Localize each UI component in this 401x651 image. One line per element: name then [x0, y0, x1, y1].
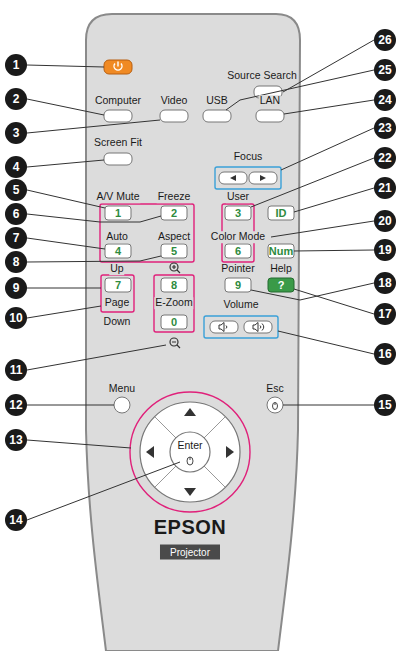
- key-label: 1: [115, 207, 121, 219]
- pad-dividers: [155, 417, 225, 487]
- key-label: 0: [171, 316, 177, 328]
- button-label: Computer: [94, 95, 142, 107]
- callout-number: 5: [5, 179, 27, 201]
- callout-number: 20: [374, 210, 396, 232]
- model-band: Projector: [160, 545, 220, 560]
- button-label: Esc: [265, 383, 285, 395]
- callout-number: 14: [5, 509, 27, 531]
- button-label: Auto: [105, 231, 129, 243]
- key-label: ID: [276, 207, 287, 219]
- callout-number: 2: [5, 88, 27, 110]
- button-label: Video: [160, 95, 189, 107]
- power-icon: [114, 62, 122, 71]
- callout-number: 21: [374, 177, 396, 199]
- callout-number: 6: [5, 203, 27, 225]
- callout-number: 19: [374, 239, 396, 261]
- key-label: Num: [269, 245, 293, 257]
- button-label: A/V Mute: [95, 191, 140, 203]
- enter-button: [170, 432, 210, 472]
- key-label: 3: [235, 207, 241, 219]
- key-label: 4: [115, 245, 121, 257]
- button-label: Source Search: [226, 70, 297, 82]
- callout-number: 4: [5, 156, 27, 178]
- enter-label: Enter: [177, 440, 202, 452]
- callout-number: 17: [374, 303, 396, 325]
- callout-number: 7: [5, 227, 27, 249]
- callout-number: 13: [5, 429, 27, 451]
- callout-number: 16: [374, 343, 396, 365]
- button-label: E-Zoom: [154, 297, 193, 309]
- key-label: 6: [235, 245, 241, 257]
- button-label: Color Mode: [210, 231, 266, 243]
- button-label: LAN: [259, 95, 281, 107]
- callout-number: 10: [5, 307, 27, 329]
- callout-number: 25: [374, 59, 396, 81]
- key-label: 8: [171, 279, 177, 291]
- leader-lines: [27, 40, 374, 520]
- button-label: Freeze: [157, 191, 192, 203]
- remote-body: [86, 14, 300, 651]
- callout-number: 26: [374, 29, 396, 51]
- callout-number: 11: [5, 359, 27, 381]
- pad-arrows: [146, 408, 234, 496]
- button-label: USB: [205, 95, 229, 107]
- key-label: 9: [235, 279, 241, 291]
- mouse-icons: [187, 403, 278, 466]
- button-label: Menu: [108, 383, 136, 395]
- speaker-icons: [219, 323, 264, 332]
- button-label: Pointer: [220, 263, 255, 275]
- callout-number: 15: [374, 394, 396, 416]
- button-label: Screen Fit: [93, 137, 143, 149]
- callout-number: 22: [374, 147, 396, 169]
- callout-number: 24: [374, 89, 396, 111]
- buttons: [104, 86, 294, 413]
- button-arrows: [230, 175, 266, 181]
- callout-number: 9: [5, 277, 27, 299]
- help-button: [268, 278, 294, 292]
- callout-number: 18: [374, 272, 396, 294]
- help-key-label: ?: [278, 279, 285, 291]
- callout-number: 12: [5, 394, 27, 416]
- direction-pad: [140, 402, 240, 502]
- callout-number: 3: [5, 122, 27, 144]
- button-label: Help: [269, 263, 293, 275]
- brand-logo: EPSON: [154, 516, 227, 538]
- button-label: Up: [109, 263, 124, 275]
- callout-number: 1: [5, 54, 27, 76]
- button-label: Aspect: [157, 231, 191, 243]
- power-button: [104, 60, 132, 74]
- button-label: Down: [103, 316, 132, 328]
- key-label: 5: [171, 245, 177, 257]
- key-label: 7: [115, 279, 121, 291]
- group-outlines: [100, 204, 254, 512]
- callout-number: 8: [5, 251, 27, 273]
- button-label: Volume: [222, 299, 259, 311]
- callout-number: 23: [374, 117, 396, 139]
- button-label: Focus: [233, 151, 264, 163]
- button-label: User: [226, 191, 250, 203]
- key-label: 2: [171, 207, 177, 219]
- button-label: Page: [104, 297, 131, 309]
